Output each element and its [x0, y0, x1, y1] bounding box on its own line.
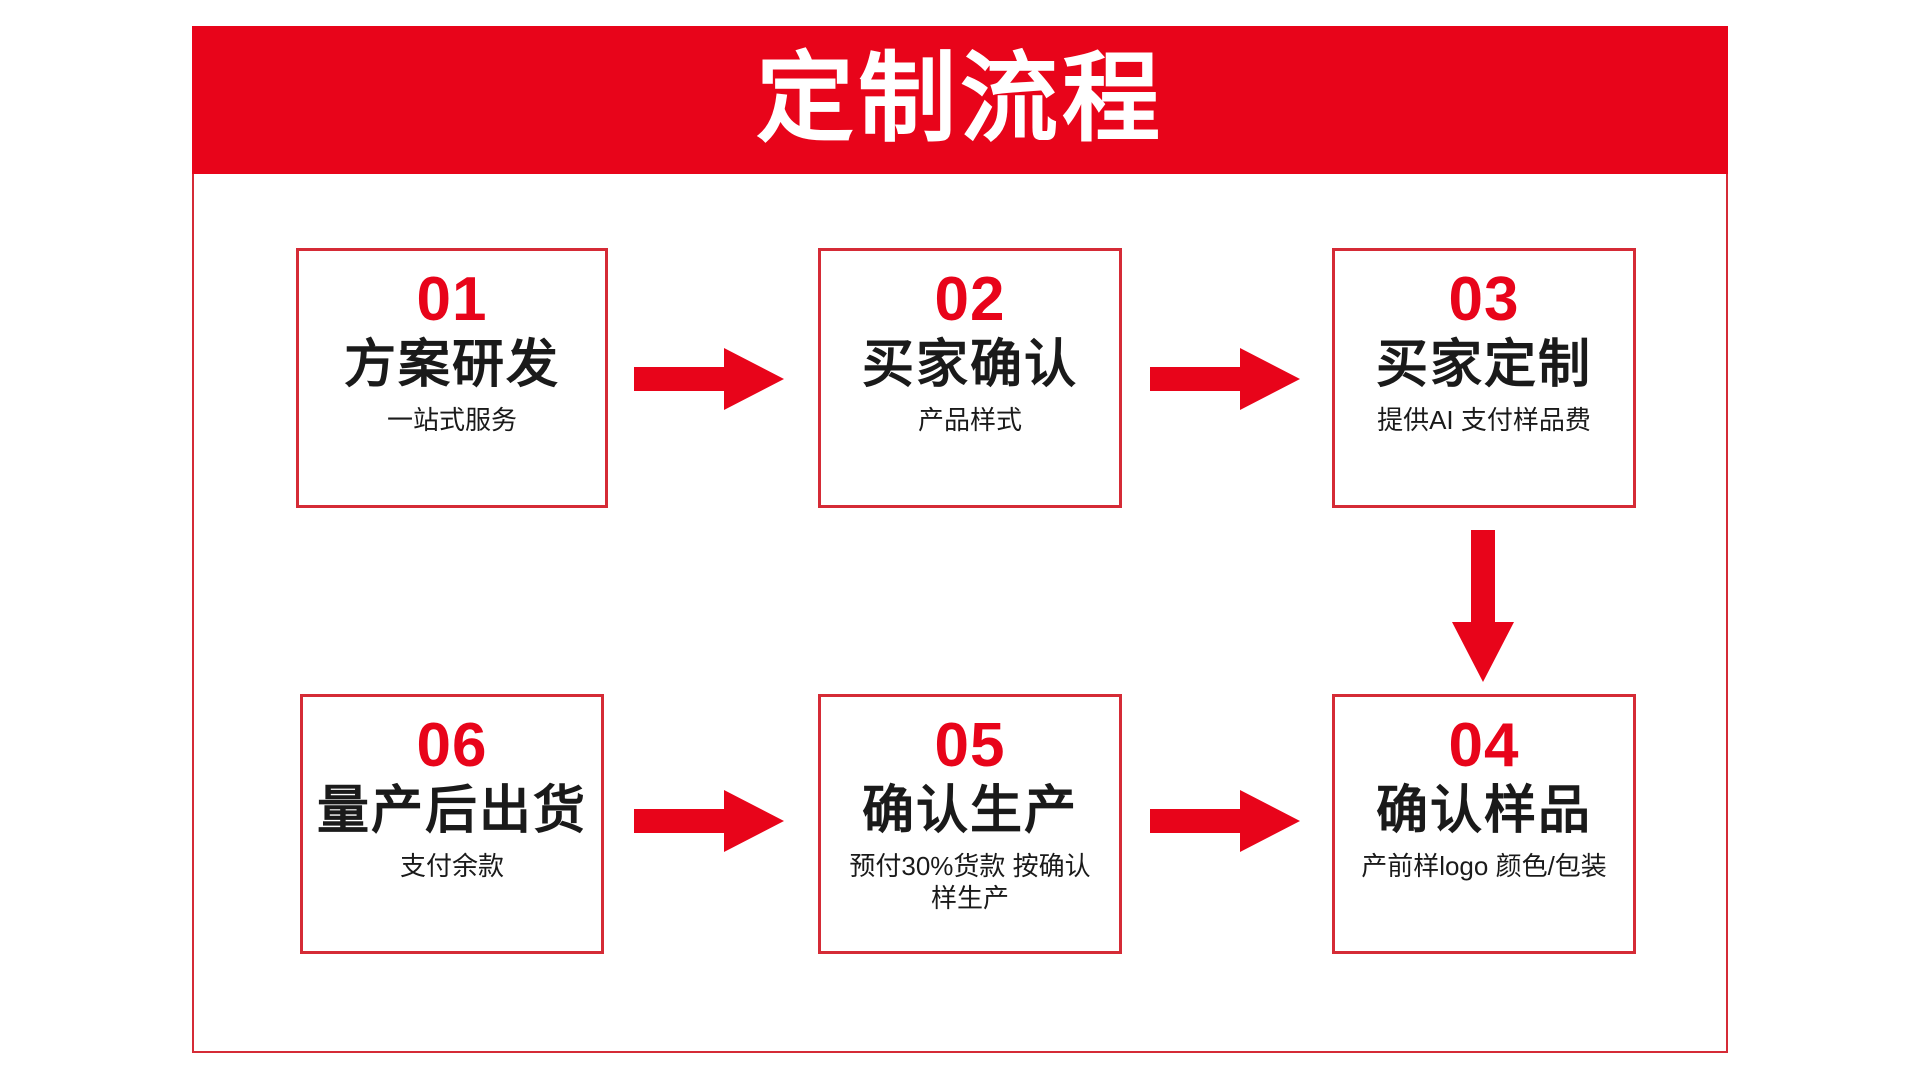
step-subtitle-04: 产前样logo 颜色/包装: [1361, 851, 1607, 882]
step-title-06: 量产后出货: [316, 782, 587, 840]
step-number-05: 05: [934, 711, 1006, 780]
title-banner: 定制流程: [192, 26, 1728, 174]
arrow-down-icon-03-to-04: [1452, 530, 1514, 682]
step-number-03: 03: [1448, 265, 1520, 334]
step-subtitle-03: 提供AI 支付样品费: [1377, 405, 1591, 436]
step-number-01: 01: [416, 265, 488, 334]
step-subtitle-02: 产品样式: [917, 405, 1022, 436]
step-number-02: 02: [934, 265, 1006, 334]
arrow-right-icon-02-to-03: [1150, 348, 1300, 410]
arrow-right-icon-05-to-04: [1150, 790, 1300, 852]
step-title-05: 确认生产: [861, 782, 1078, 840]
arrow-right-icon-01-to-02: [634, 348, 784, 410]
step-subtitle-01: 一站式服务: [386, 405, 517, 436]
step-box-03[interactable]: 03 买家定制 提供AI 支付样品费: [1332, 248, 1636, 508]
arrow-right-icon-06-to-05: [634, 790, 784, 852]
step-number-06: 06: [416, 711, 488, 780]
step-box-04[interactable]: 04 确认样品 产前样logo 颜色/包装: [1332, 694, 1636, 954]
step-title-04: 确认样品: [1375, 782, 1592, 840]
page-title: 定制流程: [755, 43, 1164, 153]
step-title-01: 方案研发: [343, 336, 560, 394]
step-box-06[interactable]: 06 量产后出货 支付余款: [300, 694, 604, 954]
step-title-03: 买家定制: [1375, 336, 1592, 394]
step-subtitle-06: 支付余款: [399, 851, 504, 882]
step-box-02[interactable]: 02 买家确认 产品样式: [818, 248, 1122, 508]
step-number-04: 04: [1448, 711, 1520, 780]
step-title-02: 买家确认: [861, 336, 1078, 394]
step-subtitle-05: 预付30%货款 按确认样生产: [849, 851, 1091, 913]
step-box-05[interactable]: 05 确认生产 预付30%货款 按确认样生产: [818, 694, 1122, 954]
step-box-01[interactable]: 01 方案研发 一站式服务: [296, 248, 608, 508]
